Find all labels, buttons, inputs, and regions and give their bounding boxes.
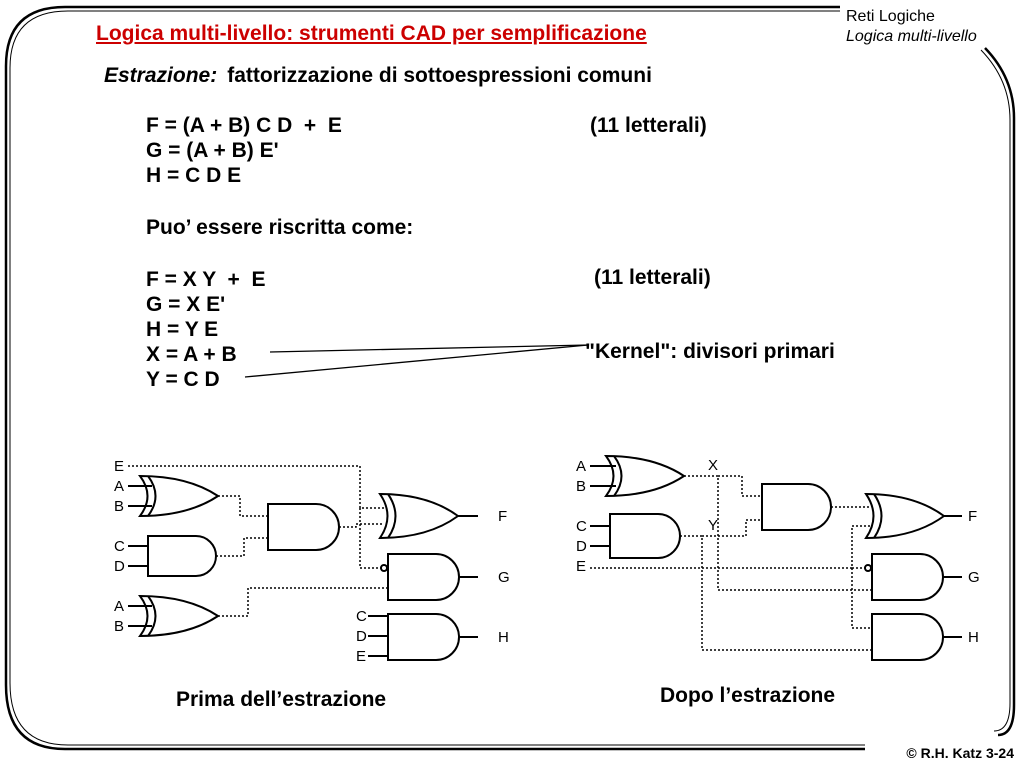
or-gate-f	[378, 492, 460, 540]
output-label: H	[968, 629, 979, 646]
kernel-pointer-lines	[244, 344, 589, 378]
output-label: F	[968, 508, 977, 525]
and-gate-g	[387, 553, 460, 601]
equation-f-before: F = (A + B) C D + E	[146, 114, 342, 137]
input-label: C	[576, 518, 587, 535]
input-label: B	[114, 498, 124, 515]
output-label: F	[498, 508, 507, 525]
input-label: E	[356, 648, 366, 665]
input-label: E	[576, 558, 586, 575]
subtitle: Estrazione: fattorizzazione di sottoespre…	[104, 64, 652, 88]
rewrite-text: Puo’ essere riscritta come:	[146, 216, 414, 239]
equation-g-after: G = X E'	[146, 293, 226, 316]
input-label: A	[114, 598, 124, 615]
input-label: D	[356, 628, 367, 645]
input-label: E	[114, 458, 124, 475]
caption-before: Prima dell’estrazione	[176, 688, 387, 711]
and-gate-big	[267, 503, 340, 551]
input-label: D	[576, 538, 587, 555]
subtitle-text: fattorizzazione di sottoespressioni comu…	[227, 64, 652, 87]
caption-after: Dopo l’estrazione	[660, 684, 836, 707]
input-label: B	[576, 478, 586, 495]
subtitle-label: Estrazione:	[104, 64, 218, 87]
equation-h-after: H = Y E	[146, 318, 219, 341]
or-gate-f	[864, 492, 946, 540]
circuit-before-labels: E A B C D A B C D E F G H	[114, 458, 510, 665]
circuit-before	[128, 465, 478, 661]
input-label: D	[114, 558, 125, 575]
kernel-note: "Kernel": divisori primari	[585, 340, 835, 363]
and-gate-y	[609, 513, 681, 559]
and-gate-h	[387, 613, 460, 661]
page-title: Logica multi-livello: strumenti CAD per …	[96, 22, 647, 45]
and-gate-cd	[147, 535, 217, 577]
equation-y: Y = C D	[146, 368, 220, 391]
or-gate-x	[604, 454, 686, 498]
intermediate-label: Y	[708, 517, 718, 534]
literal-count-after: (11 letterali)	[594, 266, 711, 289]
and-gate-g	[871, 553, 944, 601]
or-gate-ab-2	[138, 594, 220, 638]
footer-credit: © R.H. Katz 3-24	[906, 745, 1014, 761]
equation-x: X = A + B	[146, 343, 237, 366]
equation-h-before: H = C D E	[146, 164, 242, 187]
circuit-after	[590, 454, 962, 661]
input-label: C	[356, 608, 367, 625]
input-label: A	[114, 478, 124, 495]
input-label: B	[114, 618, 124, 635]
output-label: G	[498, 569, 510, 586]
equation-g-before: G = (A + B) E'	[146, 139, 279, 162]
and-gate-xy	[761, 483, 832, 531]
output-label: H	[498, 629, 509, 646]
or-gate-ab-1	[138, 474, 220, 518]
output-label: G	[968, 569, 980, 586]
course-name: Reti Logiche	[846, 8, 935, 25]
and-gate-h	[871, 613, 944, 661]
input-label: A	[576, 458, 586, 475]
circuit-after-labels: A B C D E X Y F G H	[576, 457, 980, 646]
equation-f-after: F = X Y + E	[146, 268, 266, 291]
literal-count-before: (11 letterali)	[590, 114, 707, 137]
topic-name: Logica multi-livello	[846, 28, 977, 45]
input-label: C	[114, 538, 125, 555]
intermediate-label: X	[708, 457, 718, 474]
